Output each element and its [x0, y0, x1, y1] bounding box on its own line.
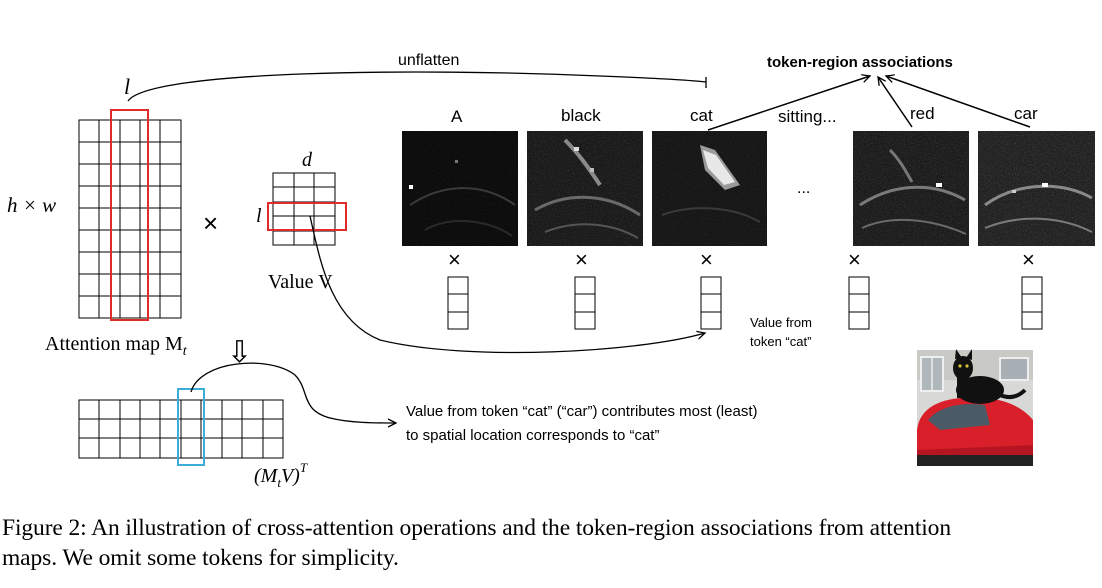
- heatmap-car: [978, 131, 1095, 246]
- times-icon: ×: [575, 247, 588, 272]
- unflatten-arrow: [127, 71, 707, 102]
- token-label-sitting: sitting...: [778, 107, 837, 126]
- contribution-text-line2: to spatial location corresponds to “cat”: [406, 427, 659, 444]
- association-arrow-car: [886, 76, 1031, 128]
- times-icon: ×: [1022, 247, 1035, 272]
- caption-line1: Figure 2: An illustration of cross-atten…: [2, 515, 951, 541]
- value-vectors: × × × × ×: [448, 247, 1035, 272]
- value-from-line1: Value from: [750, 315, 812, 330]
- mv-column-highlight: [177, 388, 205, 466]
- value-vector-boxes: [447, 276, 1043, 330]
- mv-grid: [78, 399, 284, 459]
- value-to-cat-arrow: [309, 215, 705, 354]
- cat-on-car-photo: [917, 349, 1033, 466]
- heatmap-black: [527, 131, 643, 246]
- token-label-red: red: [910, 104, 935, 123]
- l-top-label: l: [124, 74, 130, 99]
- association-arrow-cat: [707, 76, 870, 131]
- times-icon: ×: [848, 247, 861, 272]
- times-symbol: ×: [203, 208, 218, 238]
- value-matrix-grid: [272, 172, 336, 246]
- l-value-label: l: [256, 205, 262, 227]
- token-label-car: car: [1014, 104, 1038, 123]
- attention-map-label: Attention map Mt: [45, 333, 188, 359]
- d-label: d: [302, 149, 313, 171]
- token-label-cat: cat: [690, 106, 713, 125]
- value-from-line2: token “cat”: [750, 334, 811, 349]
- mv-label: (MtV)T: [254, 460, 308, 490]
- heatmap-red: [853, 131, 969, 246]
- figure-caption: Figure 2: An illustration of cross-atten…: [2, 513, 1102, 573]
- token-label-a: A: [451, 107, 463, 126]
- caption-line2: maps. We omit some tokens for simplicity…: [2, 545, 399, 571]
- mv-to-text-arrow: [190, 362, 396, 423]
- attention-map-grid: [78, 119, 182, 319]
- ellipsis-label: ...: [797, 180, 810, 197]
- unflatten-label: unflatten: [398, 52, 459, 69]
- contribution-text-line1: Value from token “cat” (“car”) contribut…: [406, 403, 758, 420]
- heatmap-a: [402, 131, 518, 246]
- hw-label: h × w: [7, 193, 56, 217]
- times-icon: ×: [700, 247, 713, 272]
- heatmap-cat: [652, 131, 767, 246]
- value-row-highlight: [267, 202, 347, 231]
- token-label-black: black: [561, 106, 601, 125]
- association-arrow-red: [878, 77, 913, 128]
- value-v-label: Value V: [268, 271, 333, 293]
- times-icon: ×: [448, 247, 461, 272]
- attention-column-highlight: [110, 109, 149, 321]
- associations-title: token-region associations: [767, 54, 953, 71]
